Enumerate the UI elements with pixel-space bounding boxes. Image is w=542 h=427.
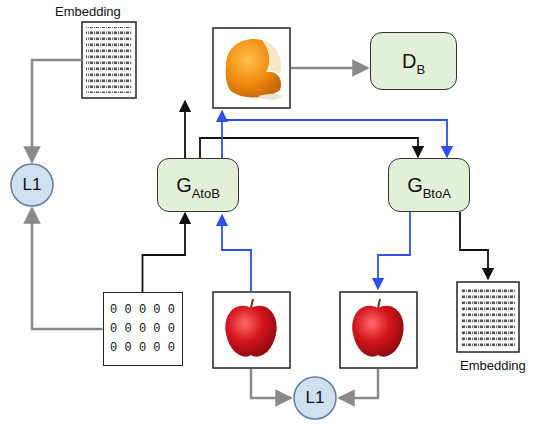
node-name: 0 0 0 0 0 0 0 0 0 0 0 0 0 0 0 xyxy=(110,303,175,355)
connector-arrow xyxy=(32,208,103,329)
loss-circle: L1 xyxy=(293,376,337,420)
zero-vector-box: 0 0 0 0 0 0 0 0 0 0 0 0 0 0 0 xyxy=(103,292,183,366)
node-name: D xyxy=(402,50,416,72)
connector-arrow xyxy=(143,213,186,292)
node-name: G xyxy=(407,174,423,196)
node-text: GBtoA xyxy=(407,174,451,197)
node-name: L1 xyxy=(23,175,42,194)
embedding-label: Embedding xyxy=(460,358,526,373)
generator-box: GBtoA xyxy=(388,158,470,212)
generator-box: GAtoB xyxy=(157,158,239,212)
embedding-label: Embedding xyxy=(55,4,121,19)
subscript: B xyxy=(416,62,425,77)
discriminator-box: DB xyxy=(370,32,457,90)
node-name: G xyxy=(176,174,192,196)
node-text: DB xyxy=(402,50,425,73)
node-name: L1 xyxy=(306,388,325,407)
connector-arrow xyxy=(222,120,447,158)
node-text: 0 0 0 0 0 0 0 0 0 0 0 0 0 0 0 xyxy=(110,301,176,358)
loss-circle: L1 xyxy=(10,163,54,207)
node-text: L1 xyxy=(23,175,42,195)
subscript: BtoA xyxy=(423,186,451,201)
connector-arrow xyxy=(200,138,418,158)
subscript: AtoB xyxy=(192,186,220,201)
node-text: L1 xyxy=(306,388,325,408)
node-text: GAtoB xyxy=(176,174,220,197)
